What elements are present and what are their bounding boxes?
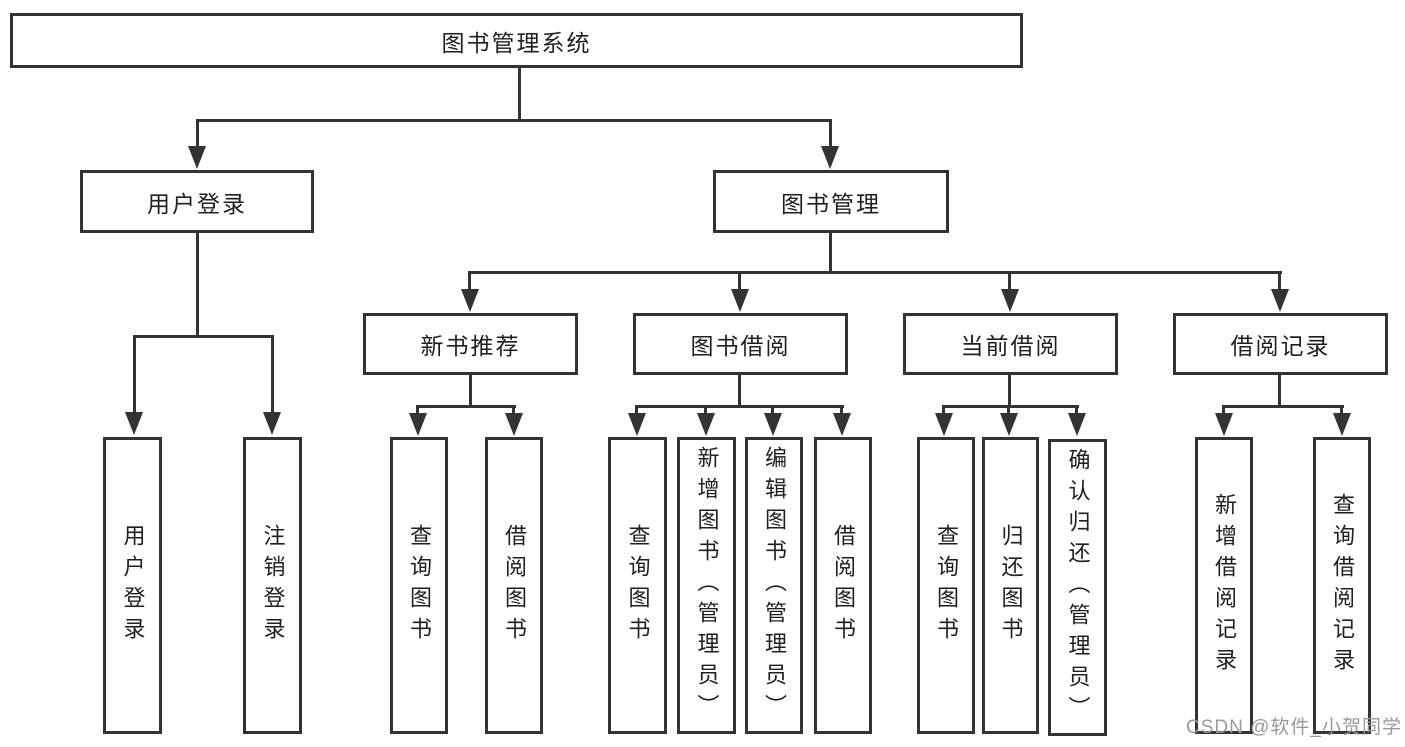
leaf-label: 查询图书 [625, 523, 651, 648]
leaf-label: 新增图书（管理员） [694, 446, 720, 725]
leaf-label: 归还图书 [998, 523, 1024, 648]
arrow-down-icon [505, 413, 523, 436]
arrow-down-icon [1000, 413, 1018, 436]
arrow-down-icon [1215, 413, 1233, 436]
node-leaf-borrow-book-bb: 借阅图书 [814, 437, 872, 734]
connector-line [271, 335, 274, 415]
leaf-label: 查询图书 [407, 523, 432, 648]
connector-line [943, 405, 1079, 408]
connector-line [771, 405, 774, 417]
node-leaf-confirm-return-admin: 确认归还（管理员） [1048, 439, 1107, 736]
node-leaf-user-login: 用户登录 [103, 437, 162, 734]
connector-line [1278, 375, 1281, 408]
node-leaf-query-book-rec: 查询图书 [390, 437, 448, 734]
arrow-down-icon [935, 413, 953, 436]
connector-line [416, 405, 419, 417]
arrow-down-icon [1271, 289, 1289, 312]
connector-line [196, 233, 199, 338]
node-leaf-query-book-bb: 查询图书 [608, 437, 667, 734]
connector-line [1223, 405, 1344, 408]
connector-line [1008, 271, 1011, 293]
leaf-label: 借阅图书 [831, 523, 856, 648]
arrow-down-icon [409, 413, 427, 436]
node-root-system: 图书管理系统 [10, 13, 1023, 68]
node-leaf-query-book-cb: 查询图书 [917, 437, 975, 734]
arrow-down-icon [461, 289, 479, 312]
node-book-borrow: 图书借阅 [633, 313, 848, 375]
connector-line [196, 119, 832, 122]
connector-line [1222, 405, 1225, 417]
connector-line [636, 405, 844, 408]
node-leaf-borrow-book-rec: 借阅图书 [485, 437, 543, 734]
connector-line [942, 405, 945, 417]
arrow-down-icon [263, 412, 281, 435]
csdn-watermark: CSDN @软件_小贺同学 [1186, 717, 1402, 738]
arrow-down-icon [833, 413, 851, 436]
connector-line [512, 405, 515, 417]
node-user-login-group: 用户登录 [80, 170, 314, 233]
connector-line [1340, 405, 1343, 417]
node-book-mgmt-group: 图书管理 [713, 170, 949, 233]
arrow-down-icon [1333, 413, 1351, 436]
connector-line [1278, 271, 1281, 293]
connector-line [518, 66, 521, 122]
connector-line [738, 271, 741, 293]
connector-line [829, 119, 832, 149]
connector-line [840, 405, 843, 417]
arrow-down-icon [1068, 413, 1086, 436]
arrow-down-icon [188, 146, 206, 169]
connector-line [704, 405, 707, 417]
leaf-label: 借阅图书 [502, 523, 527, 648]
arrow-down-icon [697, 413, 715, 436]
connector-line [469, 271, 1282, 274]
arrow-down-icon [1001, 289, 1019, 312]
leaf-label: 查询借阅记录 [1330, 492, 1355, 679]
leaf-label: 新增借阅记录 [1212, 492, 1237, 679]
node-borrow-record: 借阅记录 [1173, 313, 1388, 375]
node-current-borrow: 当前借阅 [903, 313, 1118, 375]
connector-line [1008, 375, 1011, 408]
connector-line [133, 335, 274, 338]
node-leaf-query-borrow-record: 查询借阅记录 [1313, 437, 1371, 734]
connector-line [133, 335, 136, 415]
connector-line [635, 405, 638, 417]
leaf-label: 查询图书 [934, 523, 959, 648]
connector-line [1075, 405, 1078, 417]
leaf-label: 编辑图书（管理员） [762, 446, 787, 725]
arrow-down-icon [821, 146, 839, 169]
node-new-book-recommend: 新书推荐 [363, 313, 578, 375]
leaf-label: 确认归还（管理员） [1065, 448, 1091, 727]
node-leaf-return-book: 归还图书 [982, 437, 1039, 734]
node-leaf-edit-book-admin: 编辑图书（管理员） [745, 437, 803, 734]
connector-line [829, 233, 832, 274]
connector-line [469, 375, 472, 408]
node-leaf-add-book-admin: 新增图书（管理员） [677, 437, 736, 734]
arrow-down-icon [764, 413, 782, 436]
arrow-down-icon [628, 413, 646, 436]
connector-line [1007, 405, 1010, 417]
node-leaf-add-borrow-record: 新增借阅记录 [1195, 437, 1253, 734]
connector-line [196, 119, 199, 149]
leaf-label: 注销登录 [260, 523, 286, 648]
arrow-down-icon [731, 289, 749, 312]
leaf-label: 用户登录 [120, 523, 146, 648]
connector-line [468, 271, 471, 293]
connector-line [417, 405, 516, 408]
node-leaf-logout: 注销登录 [243, 437, 302, 734]
connector-line [738, 375, 741, 408]
arrow-down-icon [125, 412, 143, 435]
